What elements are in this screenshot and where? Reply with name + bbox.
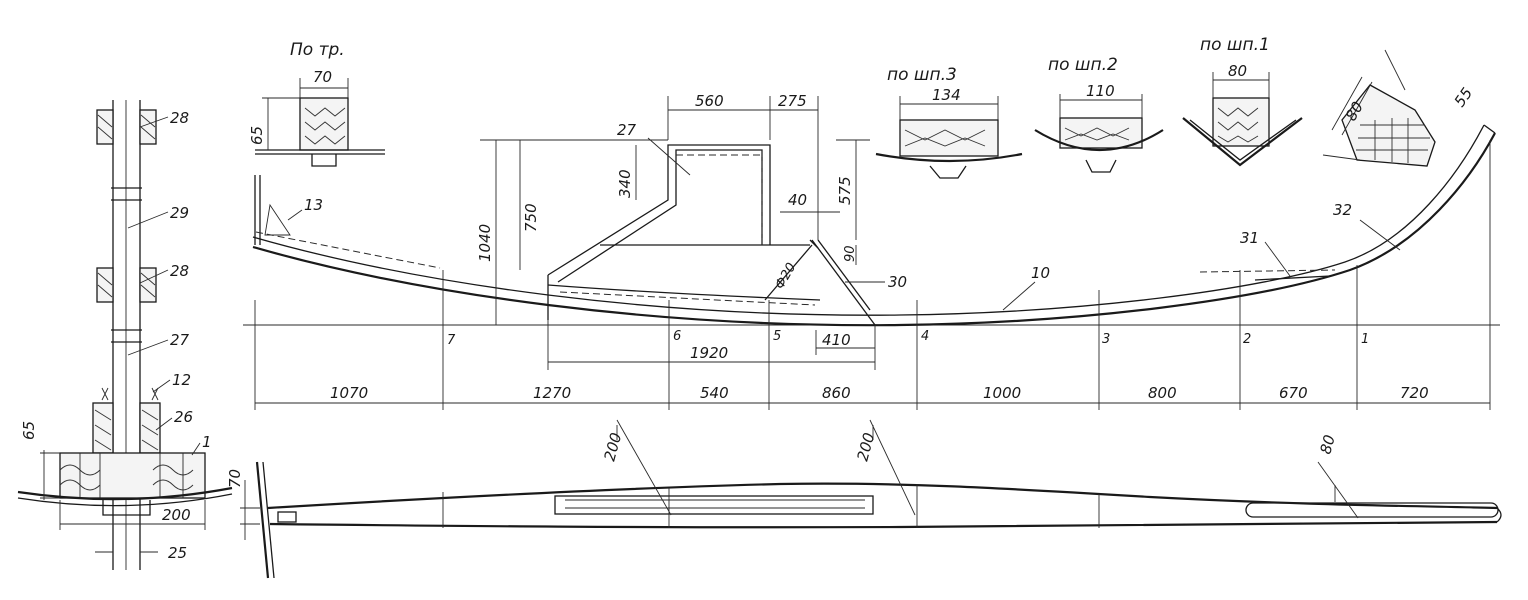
- part-label-31: 31: [1240, 229, 1259, 247]
- plan-dim-70: 70: [226, 469, 244, 488]
- part-label-28-top: 28: [170, 109, 189, 127]
- transom-section: По тр. 70 65: [248, 40, 385, 167]
- dim-750: 750: [522, 203, 540, 232]
- cross-section-labels: 28 29 28 27 12 26 1 65 200 25: [20, 109, 212, 562]
- spacing-670: 670: [1279, 384, 1308, 402]
- transom-height: 65: [248, 126, 266, 145]
- dim-560: 560: [695, 92, 724, 110]
- part-label-29: 29: [170, 204, 189, 222]
- dim-w25: 25: [168, 544, 187, 562]
- frame1-width: 80: [1228, 62, 1247, 80]
- dim-410: 410: [822, 331, 851, 349]
- spacing-1070: 1070: [330, 384, 368, 402]
- part-label-27-seat: 27: [617, 121, 637, 139]
- frame1-title: по шп.1: [1200, 35, 1270, 55]
- frame2-width: 110: [1086, 82, 1115, 100]
- station-6: 6: [673, 329, 681, 344]
- frame3-section: по шп.3 134: [875, 65, 1023, 179]
- spacing-1270: 1270: [533, 384, 571, 402]
- transom-width: 70: [313, 68, 332, 86]
- part-label-12: 12: [172, 371, 191, 389]
- part-label-13: 13: [304, 196, 323, 214]
- plan-view: [240, 419, 1502, 579]
- dim-h65: 65: [20, 421, 38, 440]
- station-1: 1: [1361, 332, 1369, 347]
- spacing-1000: 1000: [983, 384, 1021, 402]
- part-label-1: 1: [202, 433, 212, 451]
- dim-90: 90: [843, 245, 858, 262]
- part-label-10: 10: [1031, 264, 1050, 282]
- spacing-800: 800: [1148, 384, 1177, 402]
- frame1-section: по шп.1 80: [1182, 35, 1303, 167]
- side-profile: [243, 96, 1500, 410]
- part-label-30: 30: [888, 273, 907, 291]
- cross-section-view: [17, 100, 233, 570]
- side-profile-labels: 13 27 10 30 31 32 7 6 5 4 3 2 1 560 275 …: [304, 84, 1476, 402]
- dim-1040: 1040: [476, 224, 494, 262]
- frame2-section: по шп.2 110: [1034, 55, 1164, 173]
- part-label-28-mid: 28: [170, 262, 189, 280]
- spacing-860: 860: [822, 384, 851, 402]
- transom-title: По тр.: [290, 40, 345, 60]
- spacing-720: 720: [1400, 384, 1429, 402]
- dim-1920: 1920: [690, 344, 728, 362]
- station-2: 2: [1243, 332, 1251, 347]
- plan-dim-80: 80: [1316, 433, 1338, 456]
- station-3: 3: [1102, 332, 1110, 347]
- station-4: 4: [921, 329, 929, 344]
- dim-55: 55: [1451, 84, 1477, 110]
- frame2-title: по шп.2: [1048, 55, 1118, 75]
- station-7: 7: [447, 333, 456, 348]
- dim-40: 40: [788, 191, 807, 209]
- stem-section: 80: [1322, 49, 1436, 167]
- dim-w200: 200: [162, 506, 191, 524]
- dim-340: 340: [616, 169, 634, 198]
- frame3-title: по шп.3: [887, 65, 957, 85]
- plan-view-labels: 200 200 80 70: [226, 431, 1339, 488]
- part-label-27-post: 27: [170, 331, 190, 349]
- spacing-540: 540: [700, 384, 729, 402]
- frame3-width: 134: [932, 86, 961, 104]
- dim-575: 575: [836, 176, 854, 205]
- dim-275: 275: [778, 92, 807, 110]
- plan-dim-200-b: 200: [853, 431, 878, 463]
- station-5: 5: [773, 329, 781, 344]
- plan-dim-200-a: 200: [600, 431, 625, 463]
- part-label-32: 32: [1333, 201, 1352, 219]
- part-label-26: 26: [174, 408, 193, 426]
